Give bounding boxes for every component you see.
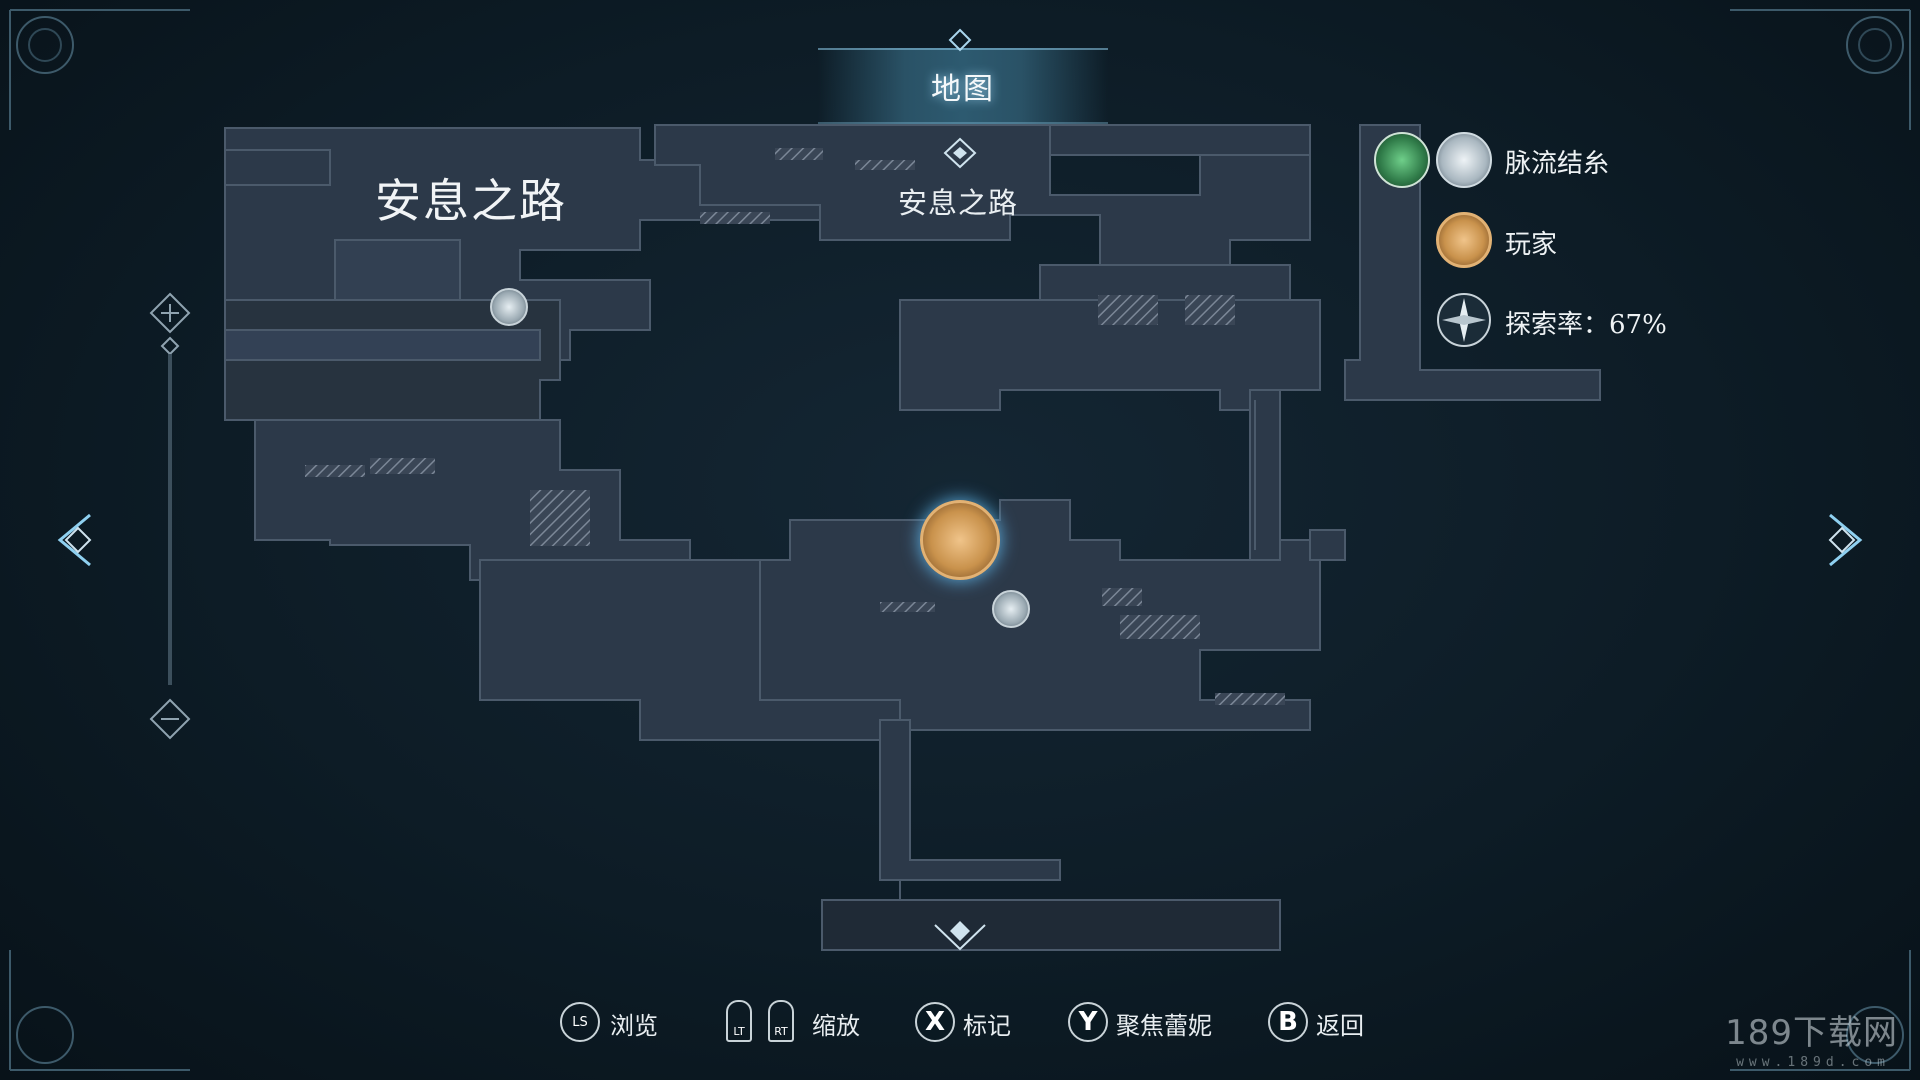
map-room xyxy=(224,149,331,186)
player-marker-icon[interactable] xyxy=(920,500,1000,580)
hatched-area xyxy=(1215,693,1285,705)
ls-stick-label: LS xyxy=(572,1014,588,1030)
map-room xyxy=(334,239,461,301)
hatched-area xyxy=(530,490,590,546)
map-room xyxy=(821,899,1281,951)
map-room xyxy=(879,719,1061,881)
map-room xyxy=(1249,389,1281,561)
hatched-area xyxy=(855,160,915,170)
corner-ornament-top-right xyxy=(1730,9,1911,130)
hatched-area xyxy=(370,458,435,474)
hint-back: 返回 xyxy=(1316,1012,1364,1040)
hint-browse: 浏览 xyxy=(610,1012,658,1040)
hatched-area xyxy=(1185,295,1235,325)
legend-label-exploration: 探索率：67% xyxy=(1505,310,1667,340)
player-icon xyxy=(1436,212,1492,268)
map-room xyxy=(899,299,1321,411)
spiral-marker-icon[interactable] xyxy=(490,288,528,326)
spiral-marker-icon[interactable] xyxy=(992,590,1030,628)
compass-icon xyxy=(1437,293,1491,347)
scroll-down-icon[interactable] xyxy=(930,915,990,959)
diamond-top-icon xyxy=(948,28,972,52)
zoom-slider[interactable] xyxy=(145,290,195,750)
lt-trigger-icon: LT xyxy=(726,1000,752,1042)
tree-icon xyxy=(1374,132,1430,188)
map-room xyxy=(254,419,691,581)
region-name-large: 安息之路 xyxy=(375,174,567,228)
map-room xyxy=(1344,124,1601,401)
hatched-area xyxy=(880,602,935,612)
page-left-arrow-icon[interactable] xyxy=(50,510,100,570)
y-label: Y xyxy=(1078,1007,1098,1037)
hint-mark: 标记 xyxy=(963,1012,1011,1040)
ls-stick-icon: LS xyxy=(560,1002,600,1042)
x-button-icon: X xyxy=(915,1002,955,1042)
hatched-area xyxy=(305,465,365,477)
x-label: X xyxy=(924,1007,946,1037)
hatched-area xyxy=(1120,615,1200,639)
corner-ornament-top-left xyxy=(9,9,190,130)
hatched-area xyxy=(700,212,770,224)
watermark: 189下载网 xyxy=(1725,1013,1898,1053)
page-right-arrow-icon[interactable] xyxy=(1820,510,1870,570)
lt-label: LT xyxy=(733,1025,745,1038)
hatched-area xyxy=(1098,295,1158,325)
corner-ornament-bottom-left xyxy=(9,950,190,1071)
rt-trigger-icon: RT xyxy=(768,1000,794,1042)
hatched-areas xyxy=(305,148,1285,705)
hatched-area xyxy=(775,148,823,160)
legend-label-ley-node: 脉流结糸 xyxy=(1505,149,1610,179)
map-room xyxy=(1309,529,1346,561)
b-button-icon: B xyxy=(1268,1002,1308,1042)
map-room xyxy=(1039,264,1291,301)
corner-ornament-bottom-right xyxy=(1730,950,1911,1071)
spiral-icon xyxy=(1436,132,1492,188)
map-room xyxy=(1049,124,1311,156)
hatched-area xyxy=(1102,588,1142,606)
y-button-icon: Y xyxy=(1068,1002,1108,1042)
region-marker-icon xyxy=(943,137,977,169)
legend-label-player: 玩家 xyxy=(1505,230,1558,260)
hint-focus: 聚焦蕾妮 xyxy=(1116,1012,1212,1040)
watermark-sub: www.189d.com xyxy=(1736,1055,1890,1070)
rt-label: RT xyxy=(774,1025,788,1038)
map-room xyxy=(224,329,541,361)
b-label: B xyxy=(1278,1007,1298,1037)
map-title-tab: 地图 xyxy=(818,48,1108,124)
page-title: 地图 xyxy=(931,72,995,107)
region-name-small: 安息之路 xyxy=(898,186,1019,220)
hint-zoom: 缩放 xyxy=(812,1012,860,1040)
